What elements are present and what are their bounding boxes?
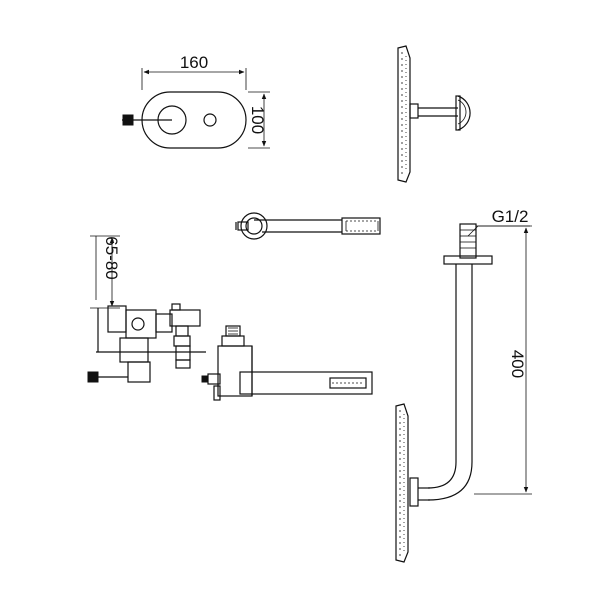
- wall-depth-dimension: [90, 235, 120, 309]
- rain-shower-head-side-view: [397, 45, 471, 183]
- thread-label: G1/2: [492, 207, 529, 226]
- bath-spout-with-diverter: [201, 325, 373, 401]
- plate-width-dimension: [141, 68, 247, 90]
- rain-shower-head-lower: [395, 403, 409, 563]
- plate-width-label: 160: [180, 53, 208, 72]
- mixer-plate-front-view: [122, 91, 247, 149]
- shower-arm-vertical: [409, 223, 493, 507]
- hand-shower-with-holder: [235, 212, 381, 240]
- mixer-valve-side-view: [87, 303, 206, 383]
- plate-height-dimension: [248, 91, 270, 149]
- wall-depth-label: 65-80: [102, 236, 121, 279]
- arm-height-dimension: [474, 225, 532, 495]
- thread-dimension: [467, 225, 530, 237]
- plate-height-label: 100: [248, 106, 267, 134]
- arm-height-label: 400: [508, 350, 527, 378]
